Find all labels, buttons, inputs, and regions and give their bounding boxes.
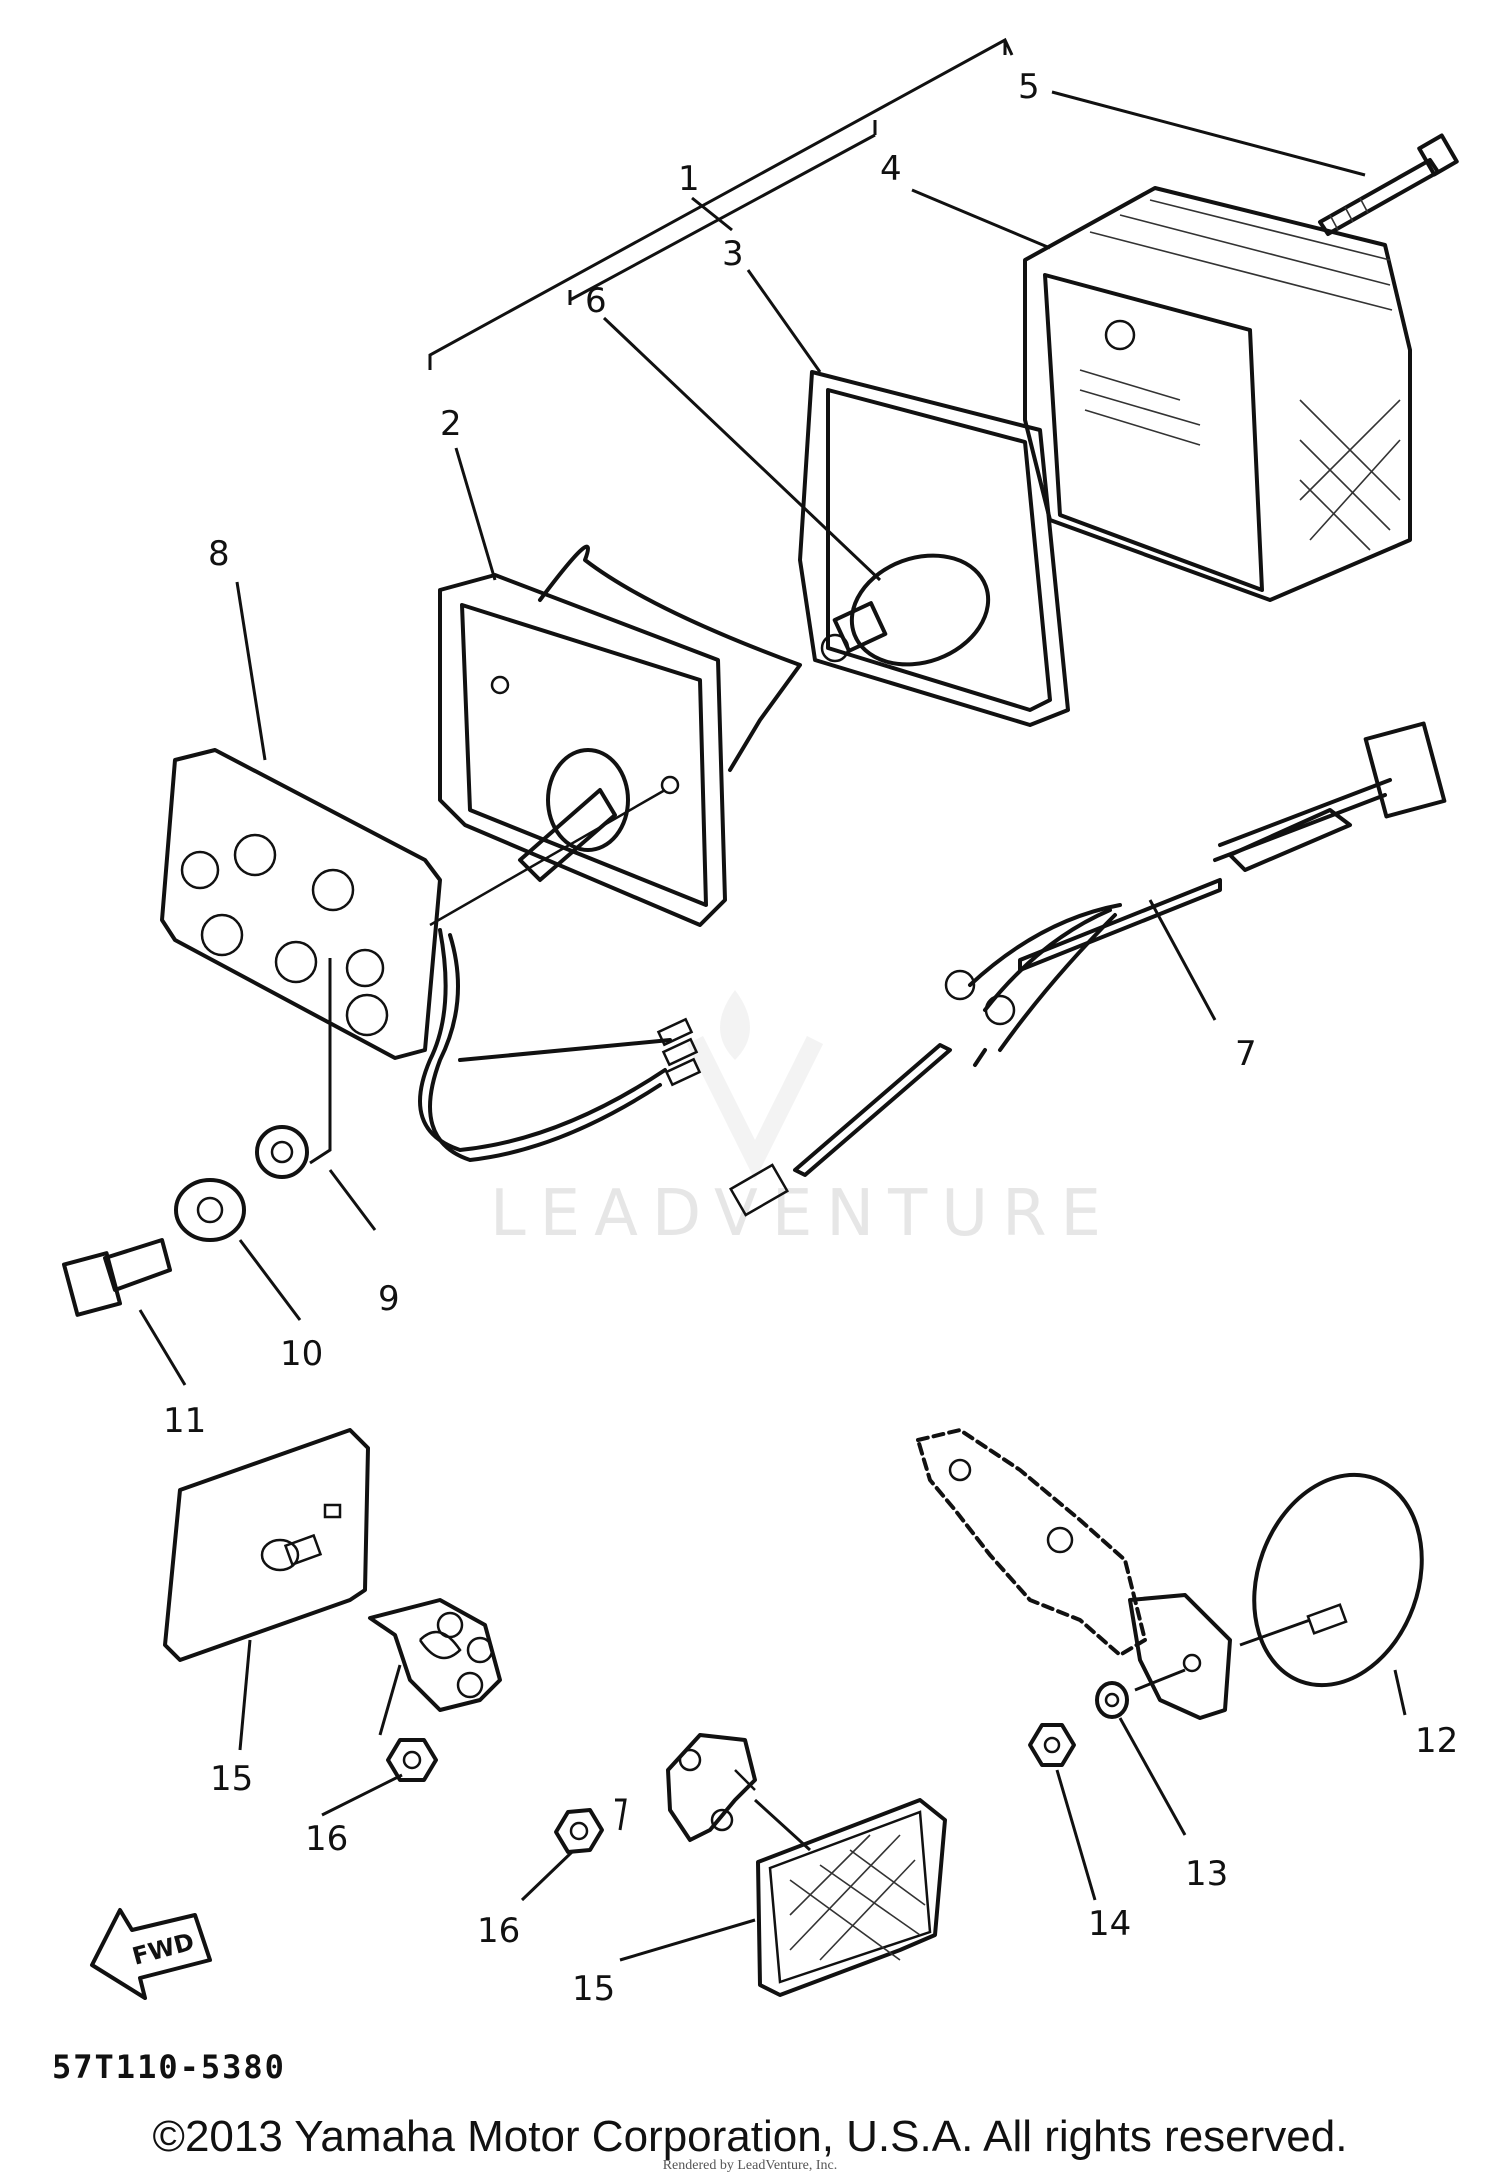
callout-5: 5 — [1018, 67, 1040, 107]
nut-center — [520, 1798, 627, 1902]
reflector-left — [163, 1428, 370, 1662]
watermark-text: LEADVENTURE — [490, 1177, 1115, 1251]
rendered-by-credit: Rendered by LeadVenture, Inc. — [662, 2158, 838, 2173]
wire-harness — [729, 721, 1447, 1217]
callout-16-center: 16 — [477, 1911, 520, 1951]
nut-right — [1028, 1723, 1076, 1767]
watermark-logo — [686, 990, 824, 1181]
callout-15-center: 15 — [572, 1969, 615, 2009]
light-housing — [438, 544, 802, 927]
callout-7: 7 — [1235, 1034, 1257, 1074]
callout-4: 4 — [880, 149, 902, 189]
washer-right — [1095, 1668, 1186, 1719]
housing-wires — [418, 928, 702, 1162]
mounting-bolt — [62, 1238, 172, 1317]
round-reflector — [1239, 1472, 1424, 1688]
callout-1: 1 — [678, 159, 700, 199]
reflector-bracket-left — [368, 1598, 502, 1736]
callout-8: 8 — [208, 534, 230, 574]
callout-leaders — [138, 90, 1407, 1901]
diagram-code: 57T110-5380 — [52, 2048, 286, 2086]
callout-10: 10 — [280, 1334, 323, 1374]
copyright-notice: ©2013 Yamaha Motor Corporation, U.S.A. A… — [152, 2112, 1348, 2161]
callout-11: 11 — [163, 1401, 206, 1441]
callout-14: 14 — [1088, 1904, 1131, 1944]
callout-15-left: 15 — [210, 1759, 253, 1799]
reflector-center — [619, 1798, 947, 1997]
assembly-bracket — [428, 37, 1014, 370]
rubber-cover — [160, 581, 442, 1060]
reflector-bracket-center — [666, 1733, 757, 1842]
fwd-arrow-icon: FWD — [90, 1908, 212, 2000]
bulb — [602, 316, 991, 667]
callout-6: 6 — [585, 281, 607, 321]
callout-3: 3 — [722, 234, 744, 274]
tail-light-lens — [1023, 186, 1412, 602]
callout-12: 12 — [1415, 1721, 1458, 1761]
grommet — [255, 958, 332, 1179]
callout-16-left: 16 — [305, 1819, 348, 1859]
callout-9: 9 — [378, 1279, 400, 1319]
nut-left — [321, 1738, 438, 1817]
lens-gasket — [798, 370, 1070, 727]
lens-screw — [1318, 133, 1459, 236]
mount-axis — [429, 788, 666, 927]
callout-2: 2 — [440, 404, 462, 444]
mount-bracket-right — [916, 1428, 1232, 1720]
collar — [174, 1178, 246, 1242]
callout-13: 13 — [1185, 1854, 1228, 1894]
